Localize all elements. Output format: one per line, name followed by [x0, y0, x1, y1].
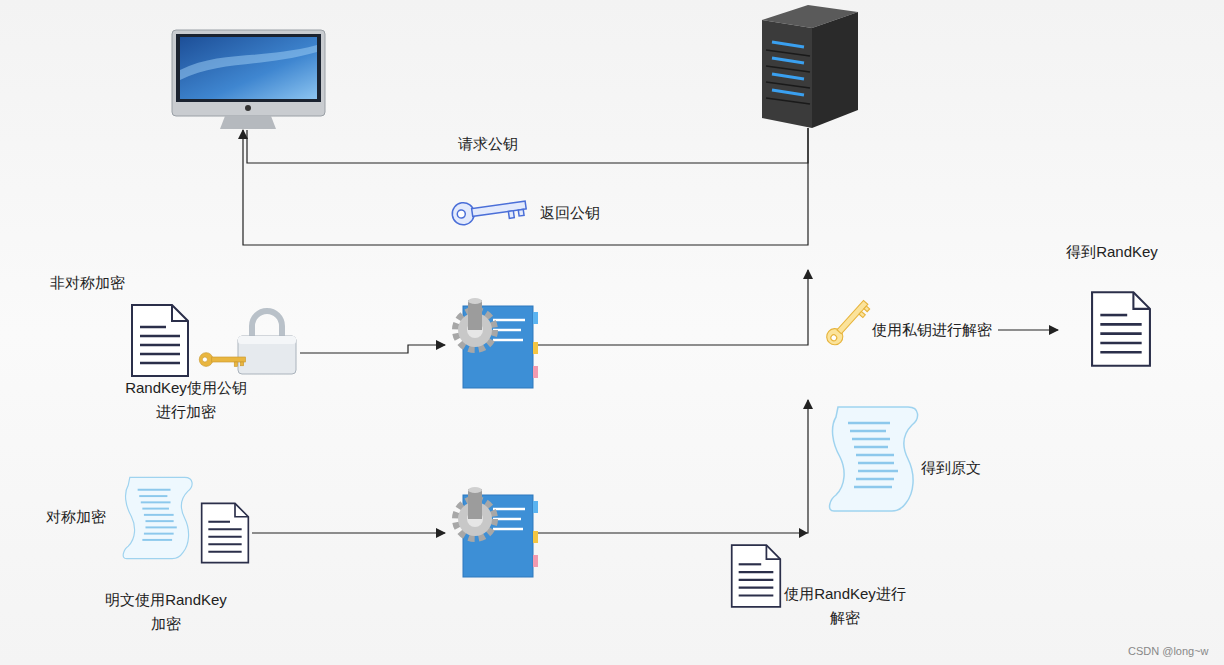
document-icon: [732, 545, 781, 607]
icon-box: [760, 4, 858, 128]
icon-box: [172, 28, 325, 130]
document-icon: [1092, 292, 1150, 365]
node-caption: 使用私钥进行解密: [870, 318, 994, 342]
section-label: 非对称加密: [50, 273, 125, 293]
connector-arrow: [998, 329, 1058, 330]
scroll-icon: [830, 407, 918, 511]
server-icon: [762, 5, 858, 128]
document-icon: [132, 305, 188, 376]
cipher-tool-icon: [456, 487, 538, 577]
watermark: CSDN @long~w: [1128, 641, 1209, 661]
connector-arrow: [300, 345, 445, 353]
computer-icon: [172, 30, 325, 129]
gold-key-icon: [199, 353, 245, 367]
icon-node: 得到RandKey: [1058, 240, 1166, 370]
node-caption: RandKey使用公钥进行加密: [118, 376, 254, 424]
icon-box: [445, 298, 538, 388]
connector-arrow: [247, 128, 808, 163]
scroll-icon: [123, 477, 192, 558]
icon-node: 使用RandKey进行解密: [728, 538, 914, 632]
connector-arrow: [538, 270, 808, 345]
node-caption: 使用RandKey进行解密: [780, 582, 910, 630]
icon-node: 得到原文: [826, 400, 988, 518]
icon-node: 明文使用RandKey加密: [98, 462, 252, 638]
public-key-icon: [451, 194, 527, 226]
node-caption: 得到原文: [918, 456, 984, 480]
icon-box: [445, 487, 538, 577]
connector-arrow: [252, 532, 445, 533]
node-caption: 明文使用RandKey加密: [98, 588, 234, 636]
cipher-tool-icon: [456, 298, 538, 388]
section-label: 对称加密: [46, 507, 106, 527]
connector-arrow: [243, 128, 808, 245]
icon-node: 使用私钥进行解密: [826, 295, 998, 355]
document-icon: [202, 503, 249, 562]
edge-label: 返回公钥: [540, 203, 600, 223]
icon-node: RandKey使用公钥进行加密: [118, 300, 300, 426]
edge-label: 请求公钥: [458, 134, 518, 154]
lock-icon: [238, 311, 296, 374]
private-key-icon: [823, 297, 871, 348]
connector-arrow: [538, 400, 808, 533]
node-caption: 得到RandKey: [1058, 240, 1166, 264]
